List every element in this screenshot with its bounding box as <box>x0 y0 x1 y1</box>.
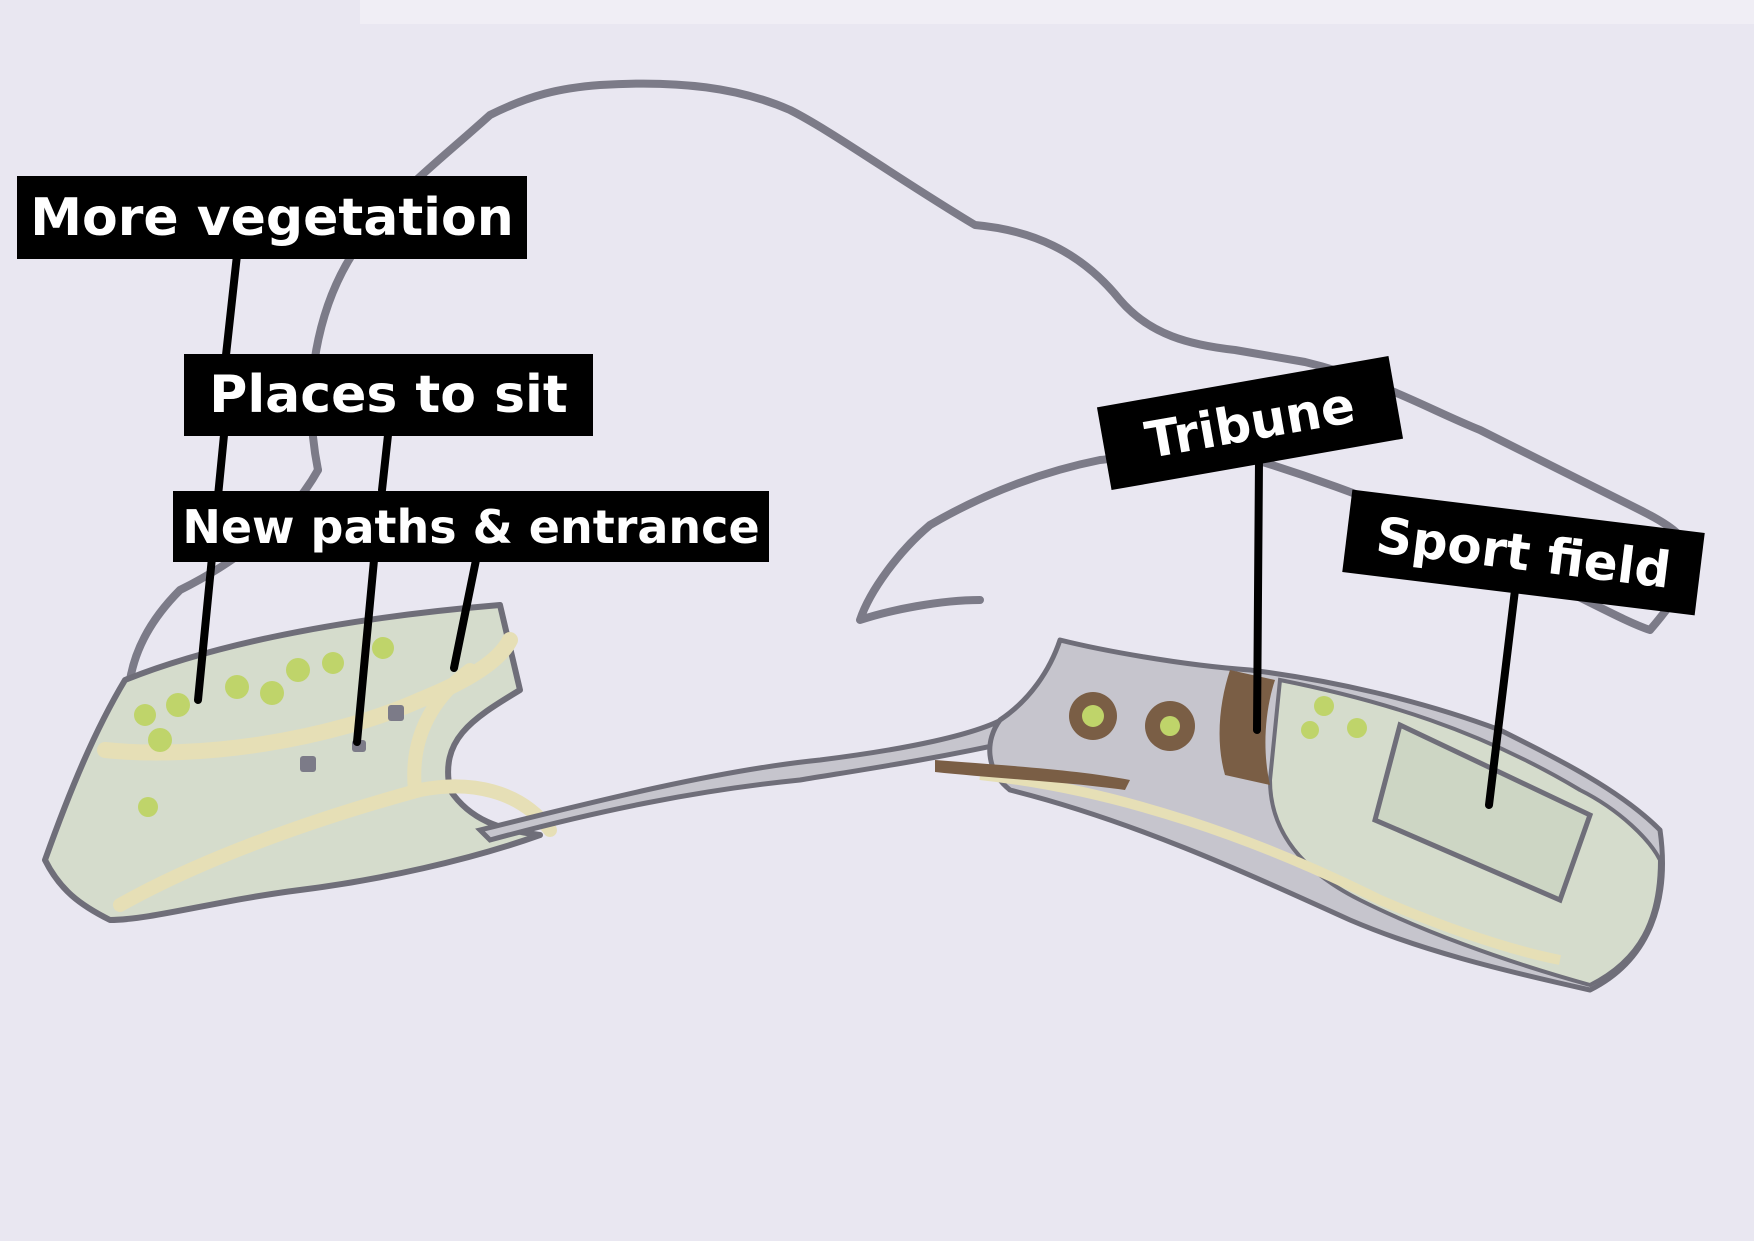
left-park-path-3 <box>407 663 477 797</box>
label-more-vegetation: More vegetation <box>17 176 527 259</box>
leader-sport-field <box>1485 586 1519 809</box>
leader-new-paths-2 <box>450 556 480 672</box>
leader-places-to-sit <box>378 431 392 494</box>
leader-more-vegetation-1 <box>222 251 241 359</box>
sport-field <box>1372 721 1594 904</box>
label-places-to-sit: Places to sit <box>184 354 593 436</box>
leader-more-vegetation-2 <box>194 431 228 704</box>
tribune-strip <box>935 760 1130 790</box>
leader-lines <box>194 251 1519 809</box>
vegetation-dots-left <box>134 637 394 817</box>
left-park-path-2 <box>113 779 557 912</box>
label-new-paths-entrance: New paths & entrance <box>173 491 769 562</box>
tree-circles <box>1069 692 1195 751</box>
leader-new-paths-1 <box>353 556 378 746</box>
top-strip <box>360 0 1754 24</box>
vegetation-dots-right <box>1301 696 1367 739</box>
right-path <box>979 770 1561 965</box>
leader-tribune <box>1253 456 1263 734</box>
left-park-path-1 <box>97 632 518 761</box>
left-park-area <box>42 602 543 923</box>
connector-strip <box>475 711 1024 843</box>
